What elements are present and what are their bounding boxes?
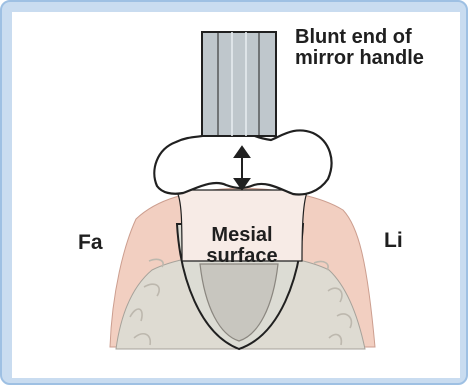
top-annotation: Blunt end of mirror handle — [295, 27, 424, 69]
mesial-label: Mesial surface — [197, 225, 287, 267]
mirror-handle — [202, 32, 276, 136]
lingual-label: Li — [384, 230, 403, 252]
facial-label: Fa — [78, 232, 103, 254]
diagram-canvas: Blunt end of mirror handle Fa Li Mesial … — [12, 12, 460, 378]
